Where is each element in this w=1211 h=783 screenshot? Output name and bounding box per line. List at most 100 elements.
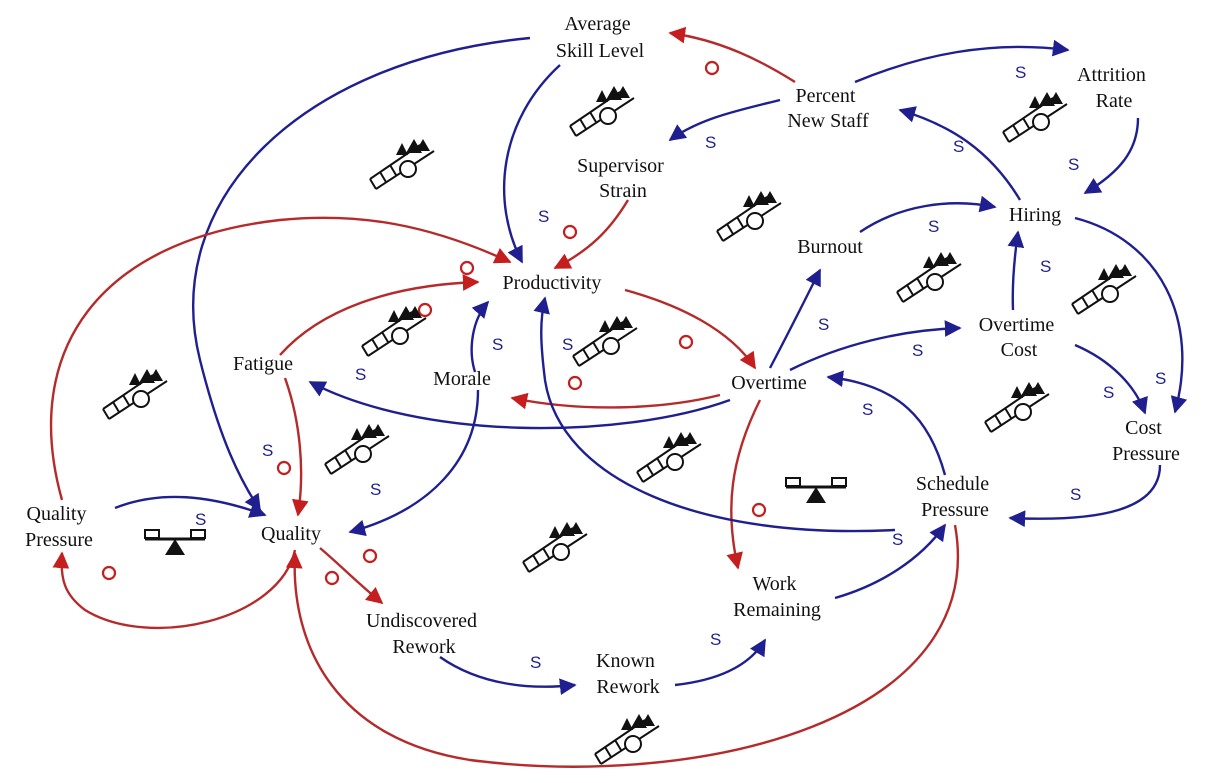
polarity-s: S: [953, 137, 964, 156]
link-percent-new-staff-to-attrition: [854, 39, 1070, 84]
polarity-s: S: [1068, 155, 1079, 174]
delay-hillside-icon: [716, 190, 782, 242]
polarity-s: S: [492, 335, 503, 354]
polarity-marks: S S S S S S S S S S S S S S S S S S S S …: [101, 60, 1166, 672]
polarity-s: S: [710, 630, 721, 649]
polarity-o: [362, 548, 378, 564]
polarity-s: S: [1103, 383, 1114, 402]
polarity-s: S: [1040, 257, 1051, 276]
link-fatigue-to-quality: [283, 377, 309, 517]
polarity-o: [459, 260, 475, 276]
link-percent-new-staff-to-strain: [668, 98, 781, 141]
node-cost-pressure: Cost Pressure: [1112, 417, 1180, 465]
polarity-s: S: [705, 133, 716, 152]
polarity-o: [562, 224, 578, 240]
link-known-to-work-remaining: [674, 638, 767, 687]
polarity-o: [101, 565, 117, 581]
delay-hillside-icon: [896, 251, 962, 303]
link-cost-pressure-to-schedule: [1008, 464, 1162, 528]
polarity-s: S: [818, 315, 829, 334]
node-quality: Quality: [261, 523, 321, 545]
polarity-s: S: [530, 653, 541, 672]
node-quality-pressure: Quality Pressure: [25, 503, 93, 551]
delay-hillside-icon: [569, 85, 635, 137]
links: [49, 26, 1188, 768]
polarity-s: S: [862, 400, 873, 419]
polarity-o: [417, 302, 433, 318]
polarity-o: [751, 502, 767, 518]
node-known-rework: Known Rework: [596, 650, 660, 698]
polarity-s: S: [1015, 63, 1026, 82]
link-morale-to-quality: [348, 389, 480, 537]
polarity-s: S: [355, 365, 366, 384]
link-quality-pressure-to-quality: [114, 495, 267, 518]
node-undiscovered-rework: Undiscovered Rework: [366, 610, 482, 658]
link-hiring-to-percent-new-staff: [898, 106, 1022, 201]
node-schedule-pressure: Schedule Pressure: [916, 473, 994, 521]
link-fatigue-to-productivity: [279, 274, 480, 356]
link-skill-to-productivity: [502, 64, 561, 264]
link-attrition-to-hiring: [1083, 117, 1140, 195]
link-overtime-to-fatigue: [308, 380, 731, 430]
node-supervisor-strain: Supervisor Strain: [577, 155, 669, 202]
link-overtime-to-work-remaining: [726, 399, 762, 570]
link-overtime-cost-to-hiring: [1007, 230, 1025, 311]
delay-hillside-icon: [361, 305, 427, 357]
polarity-s: S: [262, 441, 273, 460]
delay-hillside-icon: [1071, 263, 1137, 315]
delay-hillside-icon: [572, 315, 638, 367]
delay-hillside-icon: [369, 138, 435, 190]
delay-hillside-icon: [522, 521, 588, 573]
node-overtime-cost: Overtime Cost: [979, 314, 1060, 361]
link-overtime-to-overtime-cost: [789, 320, 962, 372]
delay-hillside-icon: [594, 713, 660, 765]
link-quality-to-undiscovered-rework: [319, 547, 384, 605]
link-overtime-cost-to-cost-pressure: [1074, 343, 1148, 415]
delay-hillside-icon: [102, 368, 168, 420]
link-quality-to-quality-pressure: [52, 549, 297, 630]
polarity-o: [276, 460, 292, 476]
link-overtime-to-burnout: [768, 268, 822, 369]
polarity-s: S: [928, 217, 939, 236]
polarity-s: S: [892, 530, 903, 549]
polarity-s: S: [1070, 485, 1081, 504]
node-overtime: Overtime: [731, 372, 807, 394]
node-hiring: Hiring: [1009, 204, 1061, 226]
node-average-skill-level: Average Skill Level: [556, 13, 645, 62]
node-productivity: Productivity: [503, 272, 602, 294]
link-productivity-to-overtime: [624, 288, 757, 370]
delay-hillside-icon: [984, 381, 1050, 433]
node-fatigue: Fatigue: [233, 353, 293, 375]
delay-hillside-icon: [1002, 91, 1068, 143]
balance-scale-icon: [784, 476, 848, 505]
node-morale: Morale: [433, 368, 491, 390]
polarity-o: [704, 60, 720, 76]
nodes: Average Skill Level Percent New Staff At…: [25, 13, 1180, 698]
node-percent-new-staff: Percent New Staff: [787, 85, 869, 132]
link-burnout-to-hiring: [859, 195, 997, 233]
polarity-o: [567, 375, 583, 391]
delay-hillside-icon: [636, 431, 702, 483]
link-schedule-to-overtime: [826, 370, 947, 476]
link-overtime-to-morale: [510, 392, 721, 410]
link-hiring-to-cost-pressure: [1074, 216, 1188, 414]
polarity-s: S: [912, 341, 923, 360]
polarity-s: S: [562, 335, 573, 354]
balance-icons: [143, 476, 848, 557]
polarity-s: S: [195, 510, 206, 529]
link-schedule-to-quality: [285, 524, 959, 768]
link-percent-new-staff-to-skill: [668, 26, 796, 84]
node-burnout: Burnout: [797, 236, 863, 258]
node-work-remaining: Work Remaining: [733, 573, 821, 621]
balance-scale-icon: [143, 528, 207, 557]
polarity-s: S: [370, 480, 381, 499]
node-attrition-rate: Attrition Rate: [1077, 64, 1151, 112]
polarity-o: [324, 570, 340, 586]
polarity-s: S: [538, 207, 549, 226]
link-undiscovered-to-known: [439, 656, 577, 696]
link-quality-pressure-to-productivity: [49, 216, 512, 501]
link-schedule-to-productivity: [533, 296, 896, 533]
link-morale-to-productivity: [470, 300, 490, 373]
delay-hillside-icon: [324, 423, 390, 475]
